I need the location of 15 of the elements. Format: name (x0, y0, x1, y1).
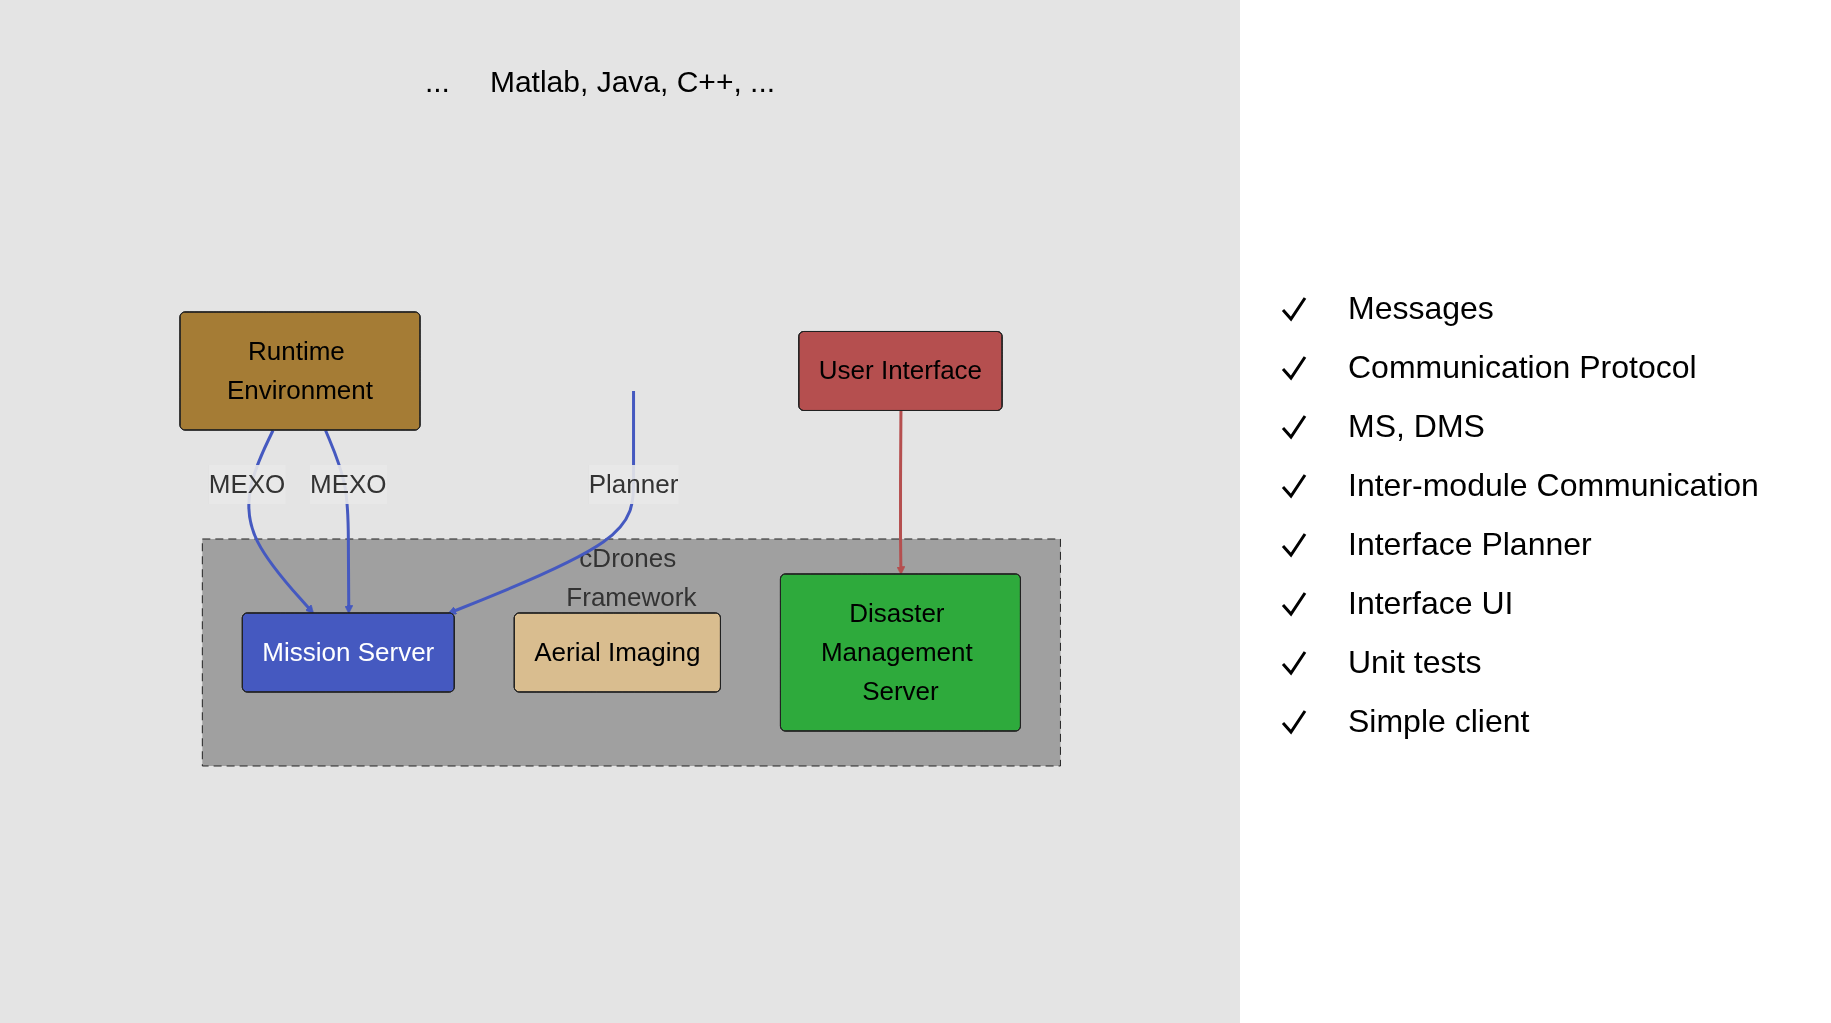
arrow (447, 390, 635, 615)
arrow (896, 410, 905, 575)
checklist-item: Simple client (1348, 703, 1530, 740)
edge-label: MEXO (208, 468, 286, 499)
checklist-item: Interface Planner (1348, 526, 1592, 563)
checklist-item: Unit tests (1348, 644, 1482, 681)
checklist-item: MS, DMS (1348, 408, 1485, 445)
language-note: Matlab, Java, C++, ... (489, 64, 776, 98)
checklist-item: Interface UI (1348, 585, 1514, 622)
edge-label: MEXO (309, 468, 387, 499)
checklist-item: Communication Protocol (1348, 349, 1697, 386)
checklist-item: Inter-module Communication (1348, 467, 1759, 504)
checklist-item: Messages (1348, 290, 1494, 327)
edge-label: Planner (588, 468, 679, 499)
ellipsis-note: ... (424, 64, 450, 98)
